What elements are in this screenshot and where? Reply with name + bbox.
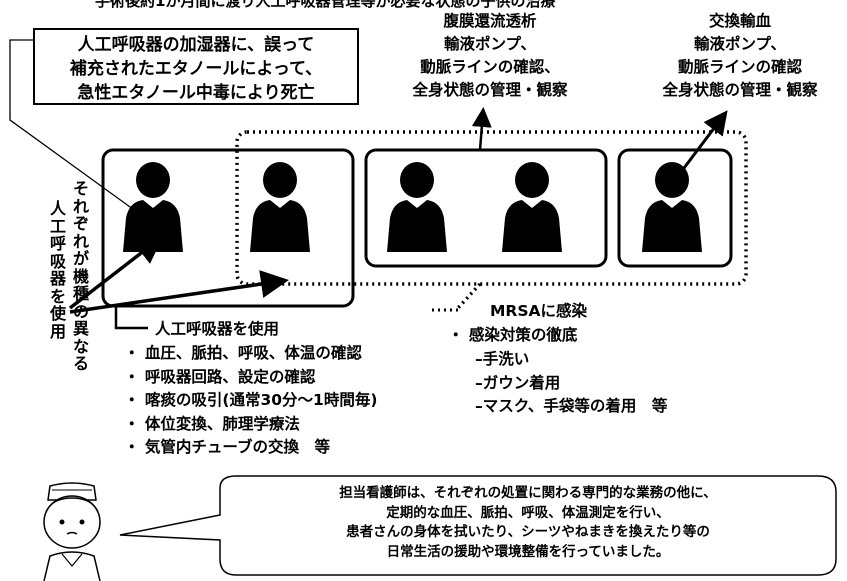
patient-figure-icon (387, 162, 447, 252)
vertical-char: 器 (49, 269, 66, 288)
list-item: –マスク、手袋等の着用 等 (475, 397, 668, 415)
list-item: –ガウン着用 (475, 373, 561, 392)
list-item: ・ 気管内チューブの交換 等 (124, 438, 330, 456)
patient-figure-icon (250, 162, 310, 252)
ventilator-heading: 人工呼吸器を使用 (155, 320, 280, 338)
treatment-b-arrow (673, 110, 728, 181)
nurse-illustration (43, 482, 101, 581)
nurse-message: 担当看護師は、それぞれの処置に関わる専門的な業務の他に、 定期的な血圧、脈拍、呼… (222, 484, 834, 562)
vertical-char: そ (72, 179, 89, 198)
list-item: ・ 喀痰の吸引(通常30分～1時間毎) (124, 391, 378, 409)
vertical-char: 機 (72, 266, 89, 286)
treatment-a-line: 輸液ポンプ、 (443, 35, 537, 53)
vertical-label-using-ventilator: 人 工 呼 吸 器 を 使 用 (49, 200, 67, 340)
vertical-char: 吸 (49, 251, 66, 271)
list-item: –手洗い (475, 350, 530, 368)
message-line: 患者さんの身体を拭いたり、シーツやねまきを換えたり等の (346, 524, 710, 540)
ventilator-arrow (68, 235, 164, 310)
infection-control-subheading: ・ 感染対策の徹底 (448, 326, 578, 344)
ventilator-arrow (69, 270, 289, 314)
patient-figure-icon (642, 162, 702, 252)
vertical-char: ぞ (72, 214, 89, 233)
vertical-char: れ (72, 196, 89, 216)
message-line: 日常生活の援助や環境整備を行っていました。 (386, 543, 670, 560)
list-item: ・ 体位変換、肺理学療法 (124, 414, 300, 433)
infection-control-list: –手洗い –ガウン着用 –マスク、手袋等の着用 等 (475, 348, 667, 419)
top-partial-heading: 手術後約1か月間に渡り人工呼吸器管理等が必要な状態の子供の治療 (95, 0, 556, 10)
vertical-label-different-models: そ れ ぞ れ が 機 種 の 異 な る (72, 180, 90, 373)
vertical-char: る (72, 354, 89, 373)
vertical-char: 使 (49, 304, 66, 323)
nurse-speech-bubble (119, 475, 837, 576)
vertical-char: 種 (72, 284, 89, 303)
callout-line: 補充されたエタノールによって、 (69, 59, 323, 79)
vertical-char: 人 (49, 199, 66, 218)
treatment-a-line: 動脈ラインの確認、 (420, 58, 560, 76)
treatment-a-line: 全身状態の管理・観察 (412, 81, 568, 99)
ventilator-patients-box (101, 148, 355, 308)
transfusion-patient-box (617, 148, 733, 268)
mrsa-infection-boundary (235, 130, 748, 286)
ventilator-bracket (114, 306, 148, 330)
vertical-char: 工 (49, 216, 66, 236)
vertical-char: れ (72, 231, 89, 251)
vertical-char: を (49, 286, 66, 306)
treatment-b-line: 輸液ポンプ、 (693, 35, 787, 53)
message-line: 定期的な血圧、脈拍、呼吸、体温測定を行い、 (386, 504, 670, 521)
treatment-b-line: 交換輸血 (708, 12, 771, 30)
vertical-char: 用 (49, 321, 66, 341)
mrsa-leader-line (456, 282, 482, 310)
treatment-a-line: 腹膜還流透析 (443, 12, 537, 30)
patient-figure-icon (123, 162, 183, 252)
treatment-b-line: 全身状態の管理・観察 (662, 81, 818, 99)
dialysis-patients-box (364, 148, 608, 268)
callout-leader-line (9, 39, 149, 221)
accident-callout: 人工呼吸器の加湿器に、誤って 補充されたエタノールによって、 急性エタノール中毒… (33, 28, 359, 105)
vertical-char: 呼 (49, 234, 66, 253)
treatment-b-line: 動脈ラインの確認 (677, 58, 802, 76)
callout-line: 人工呼吸器の加湿器に、誤って (77, 35, 315, 55)
list-item: ・ 呼吸器回路、設定の確認 (124, 367, 316, 386)
callout-line: 急性エタノール中毒により死亡 (77, 83, 315, 103)
patient-figure-icon (502, 162, 562, 252)
treatment-a-arrow (471, 107, 492, 151)
vertical-char: の (72, 301, 89, 321)
vertical-char: が (72, 249, 89, 268)
treatment-exchange-transfusion: 交換輸血 輸液ポンプ、 動脈ラインの確認 全身状態の管理・観察 (640, 10, 840, 102)
list-item: ・ 血圧、脈拍、呼吸、体温の確認 (124, 344, 362, 362)
ventilator-care-list: ・ 血圧、脈拍、呼吸、体温の確認 ・ 呼吸器回路、設定の確認 ・ 喀痰の吸引(通… (124, 342, 377, 460)
treatment-peritoneal-dialysis: 腹膜還流透析 輸液ポンプ、 動脈ラインの確認、 全身状態の管理・観察 (390, 10, 590, 102)
vertical-char: な (72, 336, 89, 356)
vertical-char: 異 (72, 319, 89, 338)
message-line: 担当看護師は、それぞれの処置に関わる専門的な業務の他に、 (339, 485, 717, 501)
mrsa-heading: MRSAに感染 (490, 302, 588, 320)
